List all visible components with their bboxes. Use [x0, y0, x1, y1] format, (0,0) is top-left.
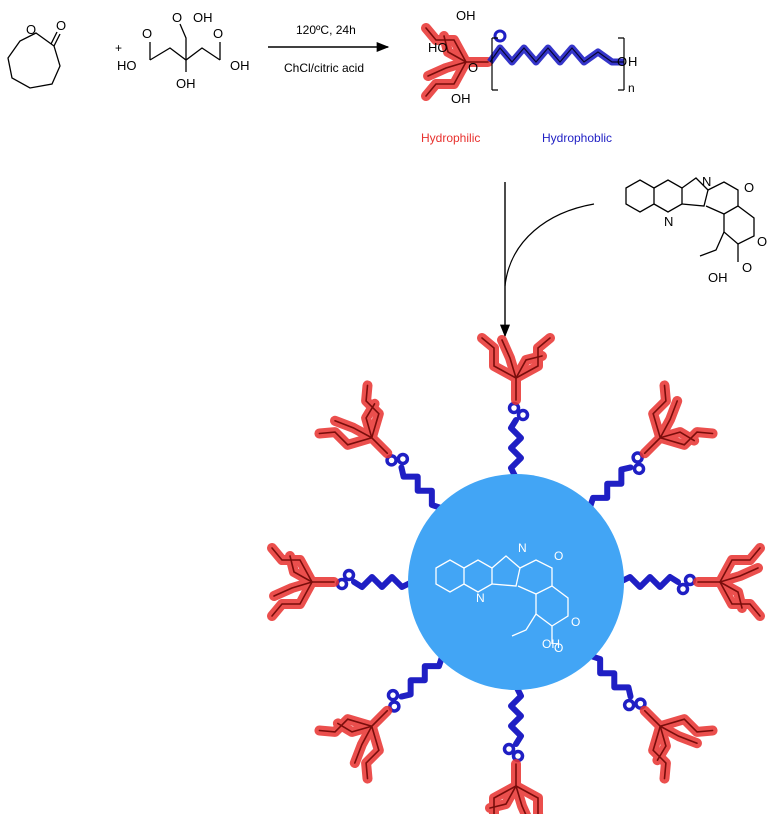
micelle-arm — [620, 548, 760, 616]
hydrophilic-head — [272, 548, 334, 616]
camptothecin-structure — [625, 177, 755, 262]
micelle-core — [408, 474, 624, 690]
atom-label: O — [571, 615, 580, 629]
atom-label: O — [213, 26, 223, 41]
atom-label: O — [56, 18, 66, 33]
atom-label: O — [26, 22, 36, 37]
atom-label: OH — [193, 10, 213, 25]
atom-label: O — [554, 641, 563, 655]
hydrophilic-head — [482, 338, 550, 400]
hydrophilic-head — [621, 385, 713, 477]
atom-label: O — [554, 549, 563, 563]
atom-label: O — [468, 60, 478, 75]
micelle-arm — [319, 647, 447, 778]
drug-loading-curve — [504, 203, 595, 287]
caprolactone-structure: O O — [7, 18, 66, 89]
micelle-arm — [272, 548, 412, 616]
atom-label: OH — [456, 8, 476, 23]
atom-label: H — [628, 54, 637, 69]
hydrophobic-chain — [505, 686, 523, 761]
citric-acid-structure — [149, 23, 221, 72]
atom-label: O — [742, 260, 752, 275]
atom-label: O — [757, 234, 767, 249]
atom-label: N — [664, 214, 673, 229]
atom-label: O — [744, 180, 754, 195]
atom-label: OH — [542, 637, 560, 651]
hydrophilic-head — [698, 548, 760, 616]
atom-label: N — [518, 541, 527, 555]
hydrophilic-head — [621, 687, 713, 779]
hydrophilic-head — [319, 385, 411, 477]
hydrophobic-chain — [382, 647, 447, 712]
atom-label: OH — [451, 91, 471, 106]
atom-label: N — [476, 591, 485, 605]
product-structure: O H OH HO OH O n — [426, 8, 637, 106]
atom-label: O — [172, 10, 182, 25]
atom-label: OH — [708, 270, 728, 285]
hydrophobic-chain — [585, 451, 650, 516]
atom-label: OH — [176, 76, 196, 91]
hydrophobic-label: Hydrophoblic — [542, 131, 612, 145]
hydrophobic-chain — [385, 448, 450, 513]
atom-label: N — [702, 174, 711, 189]
micelle-arm — [319, 385, 450, 513]
hydrophilic-head — [319, 687, 411, 779]
plus-sign: + — [115, 41, 122, 55]
hydrophobic-chain — [581, 651, 646, 716]
core-camptothecin — [435, 555, 569, 644]
hydrophilic-head — [482, 764, 550, 814]
atom-label: O — [142, 26, 152, 41]
hydrophobic-chain — [338, 571, 413, 589]
atom-label: HO — [428, 40, 448, 55]
hydrophobic-chain — [510, 404, 528, 479]
reaction-conditions-top: 120ºC, 24h — [296, 23, 356, 37]
reaction-conditions-bottom: ChCl/citric acid — [284, 61, 364, 75]
repeat-subscript: n — [628, 81, 635, 95]
atom-label: O — [617, 54, 627, 69]
micelle-arm — [585, 385, 713, 516]
hydrophilic-label: Hydrophilic — [421, 131, 480, 145]
atom-label: HO — [117, 58, 137, 73]
hydrophobic-chain — [620, 576, 695, 594]
micelle-arm — [482, 686, 550, 814]
atom-label: OH — [230, 58, 250, 73]
micelle-arm — [581, 651, 712, 779]
micelle-arm — [482, 338, 550, 478]
